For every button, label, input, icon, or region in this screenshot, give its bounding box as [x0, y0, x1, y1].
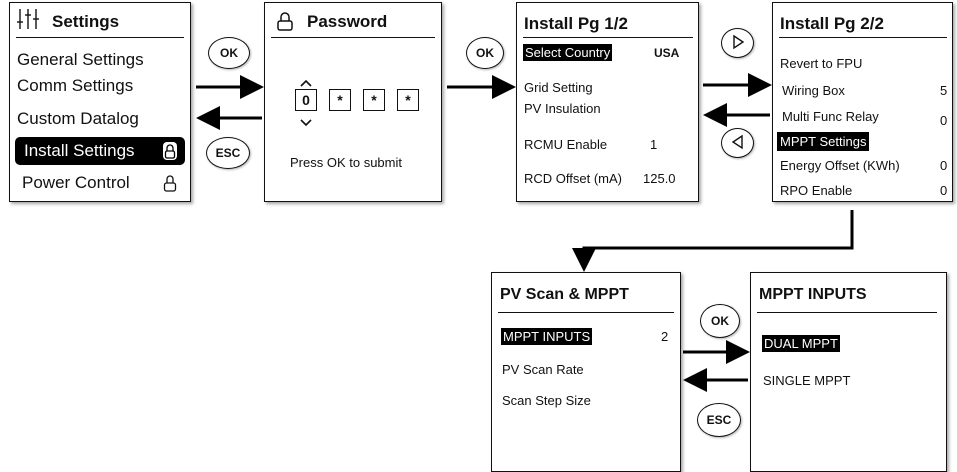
- ok-button[interactable]: OK: [700, 304, 740, 338]
- lock-icon: [162, 173, 178, 198]
- lock-icon: [162, 141, 178, 166]
- install1-row-rcd-offset[interactable]: RCD Offset (mA): [524, 171, 622, 186]
- password-digit-3[interactable]: *: [363, 89, 385, 111]
- password-hint: Press OK to submit: [290, 155, 402, 170]
- password-screen: Password 0 * * * Press OK to submit: [264, 2, 442, 202]
- menu-item-install-settings[interactable]: Install Settings: [15, 137, 185, 165]
- menu-item-custom-datalog[interactable]: Custom Datalog: [17, 109, 139, 128]
- install2-value-wiring-box: 5: [940, 83, 948, 98]
- install1-value-rcd-offset: 125.0: [643, 171, 676, 186]
- pvscan-row-pv-scan-rate[interactable]: PV Scan Rate: [502, 362, 584, 377]
- mppt-option-single[interactable]: SINGLE MPPT: [763, 373, 851, 388]
- password-digit-2[interactable]: *: [329, 89, 351, 111]
- chevron-down-icon[interactable]: [299, 115, 313, 133]
- mppt-option-dual[interactable]: DUAL MPPT: [762, 335, 840, 352]
- install-settings-label: Install Settings: [24, 141, 135, 160]
- install-page-1-title: Install Pg 1/2: [524, 14, 628, 33]
- settings-sliders-icon: [16, 8, 40, 35]
- mppt-inputs-screen: MPPT INPUTS DUAL MPPT SINGLE MPPT: [750, 272, 947, 472]
- ok-button[interactable]: OK: [466, 37, 504, 69]
- settings-title-rule: [16, 37, 184, 38]
- pv-scan-mppt-title-rule: [498, 312, 674, 313]
- install-page-1-title-rule: [523, 37, 693, 38]
- pv-scan-mppt-screen: PV Scan & MPPT MPPT INPUTS 2 PV Scan Rat…: [491, 272, 681, 472]
- triangle-left-icon: [730, 134, 746, 153]
- chevron-up-icon[interactable]: [299, 75, 313, 93]
- install2-value-rpo-enable: 0: [940, 183, 948, 198]
- lock-icon: [275, 10, 295, 37]
- pvscan-row-scan-step-size[interactable]: Scan Step Size: [502, 393, 591, 408]
- mppt-inputs-title: MPPT INPUTS: [759, 286, 867, 303]
- install1-row-pv-insulation[interactable]: PV Insulation: [524, 101, 601, 116]
- triangle-right-icon: [730, 34, 746, 53]
- pvscan-value-mppt-inputs: 2: [661, 329, 669, 344]
- next-page-button[interactable]: [721, 28, 754, 58]
- pvscan-row-mppt-inputs[interactable]: MPPT INPUTS: [501, 328, 593, 345]
- password-title-rule: [271, 37, 435, 38]
- password-title: Password: [307, 12, 388, 31]
- install1-value-country: USA: [654, 46, 680, 60]
- ok-button[interactable]: OK: [208, 37, 250, 69]
- install-page-2-screen: Install Pg 2/2 Revert to FPU Wiring Box …: [772, 2, 953, 202]
- install2-row-revert-to-fpu[interactable]: Revert to FPU: [780, 56, 863, 71]
- password-digit-1[interactable]: 0: [295, 89, 317, 111]
- mppt-inputs-title-rule: [757, 312, 937, 313]
- esc-button[interactable]: ESC: [206, 137, 250, 169]
- menu-item-comm-settings[interactable]: Comm Settings: [17, 76, 134, 95]
- settings-title: Settings: [52, 12, 120, 31]
- install-page-2-title-rule: [779, 37, 947, 38]
- install2-row-mppt-settings[interactable]: MPPT Settings: [777, 132, 870, 151]
- password-digit-4[interactable]: *: [397, 89, 419, 111]
- install2-row-rpo-enable[interactable]: RPO Enable: [780, 183, 853, 198]
- install2-row-energy-offset[interactable]: Energy Offset (KWh): [780, 158, 900, 173]
- install1-row-grid-setting[interactable]: Grid Setting: [524, 80, 593, 95]
- menu-item-power-control[interactable]: Power Control: [22, 173, 130, 192]
- pv-scan-mppt-title: PV Scan & MPPT: [500, 286, 629, 303]
- install1-value-rcmu-enable: 1: [650, 137, 658, 152]
- install-page-2-title: Install Pg 2/2: [780, 14, 884, 33]
- esc-button[interactable]: ESC: [697, 403, 741, 437]
- install2-value-energy-offset: 0: [940, 158, 948, 173]
- settings-screen: Settings General Settings Comm Settings …: [9, 2, 191, 202]
- arrow-to-pv-scan: [572, 210, 854, 272]
- install2-row-wiring-box[interactable]: Wiring Box: [782, 83, 845, 98]
- prev-page-button[interactable]: [721, 128, 754, 158]
- menu-item-general-settings[interactable]: General Settings: [17, 50, 144, 69]
- install1-row-rcmu-enable[interactable]: RCMU Enable: [524, 137, 608, 152]
- install1-row-select-country[interactable]: Select Country: [523, 44, 613, 61]
- install2-value-multi-func-relay: 0: [940, 113, 948, 128]
- install2-row-multi-func-relay[interactable]: Multi Func Relay: [782, 109, 879, 124]
- install-page-1-screen: Install Pg 1/2 Select Country USA Grid S…: [516, 2, 699, 202]
